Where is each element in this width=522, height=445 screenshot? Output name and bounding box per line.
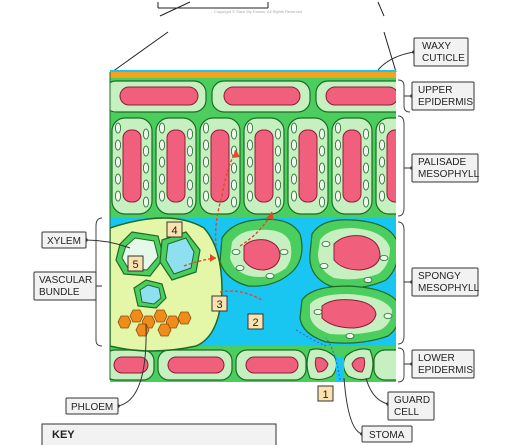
svg-text:4: 4 [171,225,177,237]
leader-lines [85,51,415,435]
svg-text:LOWER: LOWER [418,353,455,364]
svg-text:PHLOEM: PHLOEM [71,402,113,413]
label-box-lower-epidermis: LOWER EPIDERMIS [411,349,475,379]
palisade-cell [155,117,197,215]
number-marker-3: 3 [211,295,228,312]
svg-text:EPIDERMIS: EPIDERMIS [418,97,473,108]
chloroplast [319,262,329,269]
key-title: KEY [52,429,75,441]
upper-epidermis-cells [110,80,396,113]
phloem-cell [157,323,172,337]
chloroplast [383,312,393,319]
number-marker-1: 1 [317,385,334,402]
key-box: KEY [41,423,277,445]
label-box-xylem: XYLEM [41,231,87,249]
number-marker-4: 4 [166,221,183,238]
vascular-bundle [110,217,223,352]
svg-text:5: 5 [132,259,138,271]
number-marker-5: 5 [127,255,144,272]
palisade-cell [287,117,329,215]
svg-text:PALISADE: PALISADE [418,157,466,168]
gas-path-arrows [295,329,341,381]
svg-text:CUTICLE: CUTICLE [422,53,465,64]
svg-text:STOMA: STOMA [369,430,405,441]
chloroplast [345,332,355,339]
label-box-waxy-cuticle: WAXY CUTICLE [413,37,469,67]
label-box-guard-cell: GUARD CELL [387,391,435,421]
spongy-chloroplasts [231,240,393,339]
svg-text:GUARD: GUARD [394,395,430,406]
leaf-tissue [110,70,396,382]
palisade-cells [111,117,396,215]
palisade-cell [375,117,396,215]
copyright-text: Copyright © Save My Exams. All Rights Re… [214,9,302,14]
chloroplast [231,248,241,255]
number-marker-2: 2 [247,313,264,330]
label-box-upper-epidermis: UPPER EPIDERMIS [411,81,475,111]
stoma-opening [336,354,344,382]
chloroplast [313,308,323,315]
palisade-cell [111,117,153,215]
palisade-cell [331,117,373,215]
phloem-cells [117,309,192,337]
chloroplast [279,248,289,255]
svg-text:MESOPHYLL: MESOPHYLL [418,283,480,294]
phloem-cell [153,309,168,323]
label-box-stoma: STOMA [361,425,413,443]
phloem-cell [117,315,132,329]
arrow-heads [210,150,274,262]
chloroplast [235,264,245,271]
label-box-phloem: PHLOEM [65,397,119,415]
palisade-cell [199,117,241,215]
phloem-cell [177,311,192,325]
chloroplast [265,272,275,279]
svg-text:WAXY: WAXY [422,41,451,52]
palisade-cell [243,117,285,215]
guard-cells [306,348,374,381]
label-box-palisade-mesophyll: PALISADE MESOPHYLL [411,153,480,183]
svg-text:EPIDERMIS: EPIDERMIS [418,365,473,376]
svg-text:MESOPHYLL: MESOPHYLL [418,169,480,180]
perspective-frame [111,1,397,73]
phloem-cell [135,323,150,337]
svg-text:2: 2 [252,317,258,329]
chloroplast [379,254,389,261]
svg-text:UPPER: UPPER [418,85,452,96]
svg-text:XYLEM: XYLEM [47,236,81,247]
chloroplast [363,276,373,283]
svg-text:SPONGY: SPONGY [418,271,461,282]
svg-text:CELL: CELL [394,407,419,418]
svg-text:3: 3 [216,299,222,311]
svg-text:VASCULAR: VASCULAR [39,275,92,286]
svg-text:BUNDLE: BUNDLE [39,287,80,298]
waxy-cuticle-layer [110,72,396,78]
chloroplast [321,240,331,247]
svg-text:1: 1 [322,389,328,401]
label-box-spongy-mesophyll: SPONGY MESOPHYLL [411,267,480,297]
lower-epidermis-cells [110,349,396,381]
phloem-cell [129,309,144,323]
label-box-vascular-bundle: VASCULAR BUNDLE [33,271,97,301]
